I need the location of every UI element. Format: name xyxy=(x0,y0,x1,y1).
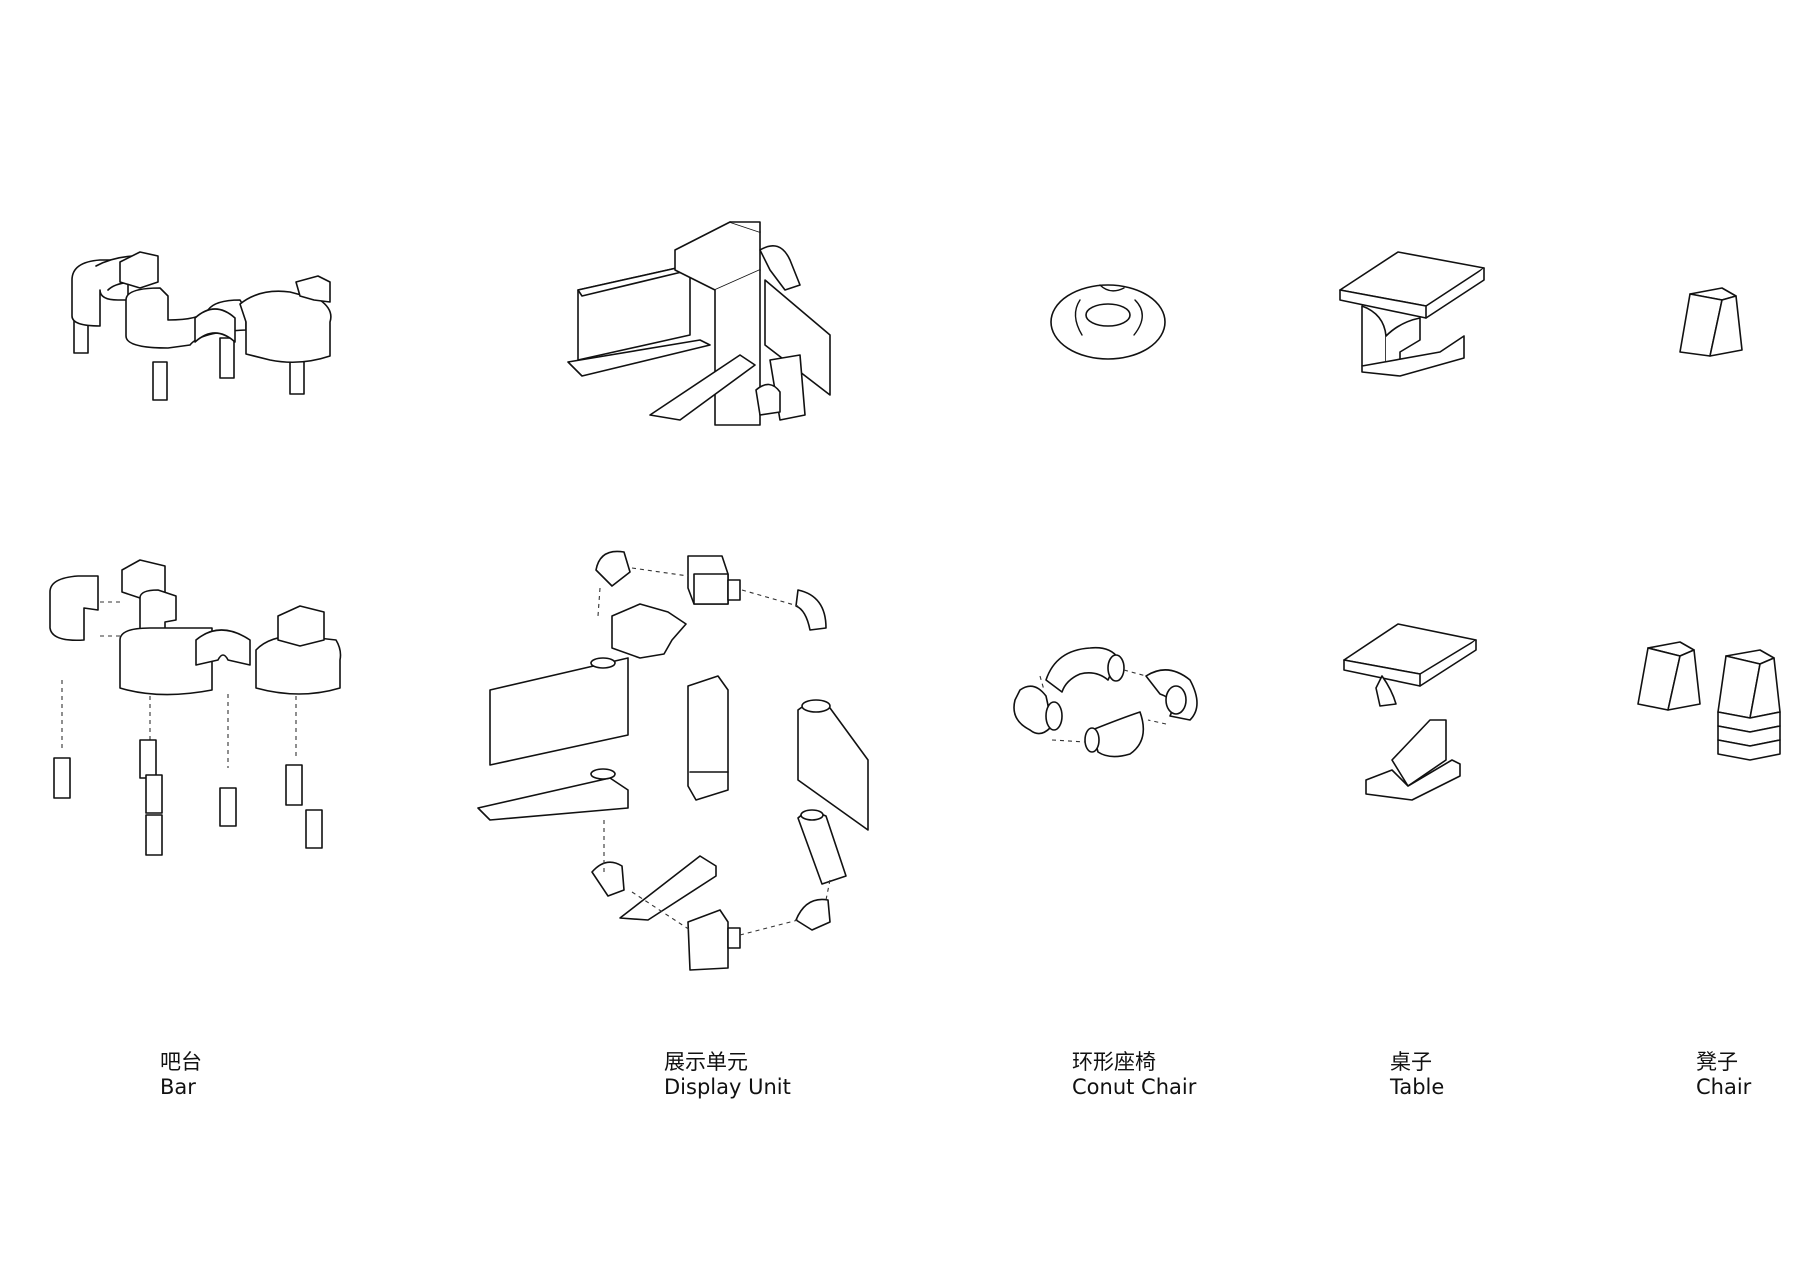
bar-arch xyxy=(194,308,236,343)
label-bar: 吧台 Bar xyxy=(160,1050,202,1100)
label-en: Conut Chair xyxy=(1072,1074,1197,1099)
conut-chair-assembled xyxy=(1050,284,1166,360)
panel-piece xyxy=(489,657,629,766)
label-en: Bar xyxy=(160,1074,196,1099)
chair-exploded xyxy=(1637,641,1781,761)
bar-leg xyxy=(145,814,163,856)
chair-assembled xyxy=(1679,287,1743,357)
bar-leg xyxy=(305,809,323,849)
display-elbow xyxy=(759,244,801,291)
base-piece xyxy=(477,777,629,821)
bar-arch-part xyxy=(195,629,251,666)
bar-leg xyxy=(145,774,163,814)
bar-part xyxy=(277,605,325,647)
bar-right-block xyxy=(239,290,332,364)
label-en: Chair xyxy=(1696,1074,1752,1099)
elbow-piece xyxy=(795,898,831,931)
label-table: 桌子 Table xyxy=(1390,1050,1444,1100)
display-unit-exploded xyxy=(477,550,869,971)
label-zh: 吧台 xyxy=(160,1050,202,1074)
bar-leg xyxy=(285,764,303,806)
wedge-piece xyxy=(797,811,847,885)
table-assembled xyxy=(1339,251,1485,377)
table-exploded xyxy=(1343,623,1477,801)
wedge-piece xyxy=(619,855,717,921)
table-leg xyxy=(1361,305,1387,371)
bar-part xyxy=(119,627,213,696)
label-zh: 展示单元 xyxy=(664,1050,748,1074)
bar-leg xyxy=(139,739,157,779)
display-column xyxy=(714,269,761,426)
joint-box xyxy=(687,909,729,971)
elbow-piece xyxy=(795,589,827,631)
table-leg xyxy=(1391,719,1447,787)
cross-joint xyxy=(611,603,687,659)
elbow-piece xyxy=(595,550,631,587)
elbow-piece xyxy=(591,861,625,897)
bar-leg xyxy=(219,337,235,379)
table-base xyxy=(1361,335,1465,377)
bar-exploded xyxy=(49,559,342,856)
bar-assembled xyxy=(71,251,332,401)
bar-hook xyxy=(119,251,159,289)
label-zh: 凳子 xyxy=(1696,1050,1738,1074)
display-wedge xyxy=(649,354,756,421)
column-piece xyxy=(687,675,729,801)
label-display-unit: 展示单元 Display Unit xyxy=(664,1050,791,1100)
conut-chair-exploded xyxy=(1013,646,1198,758)
label-en: Table xyxy=(1390,1074,1445,1099)
table-neck xyxy=(1375,675,1397,707)
bar-leg xyxy=(219,787,237,827)
display-base xyxy=(567,339,711,377)
label-chair: 凳子 Chair xyxy=(1696,1050,1751,1100)
bar-leg xyxy=(152,361,168,401)
label-conut-chair: 环形座椅 Conut Chair xyxy=(1072,1050,1196,1100)
label-zh: 环形座椅 xyxy=(1072,1050,1156,1074)
bar-right-hook xyxy=(295,275,331,303)
table-base xyxy=(1365,759,1461,801)
bar-leg xyxy=(53,757,71,799)
label-zh: 桌子 xyxy=(1390,1050,1432,1074)
display-unit-assembled xyxy=(567,221,831,426)
label-en: Display Unit xyxy=(664,1074,791,1099)
bar-part xyxy=(49,575,99,642)
display-panel xyxy=(764,279,831,396)
